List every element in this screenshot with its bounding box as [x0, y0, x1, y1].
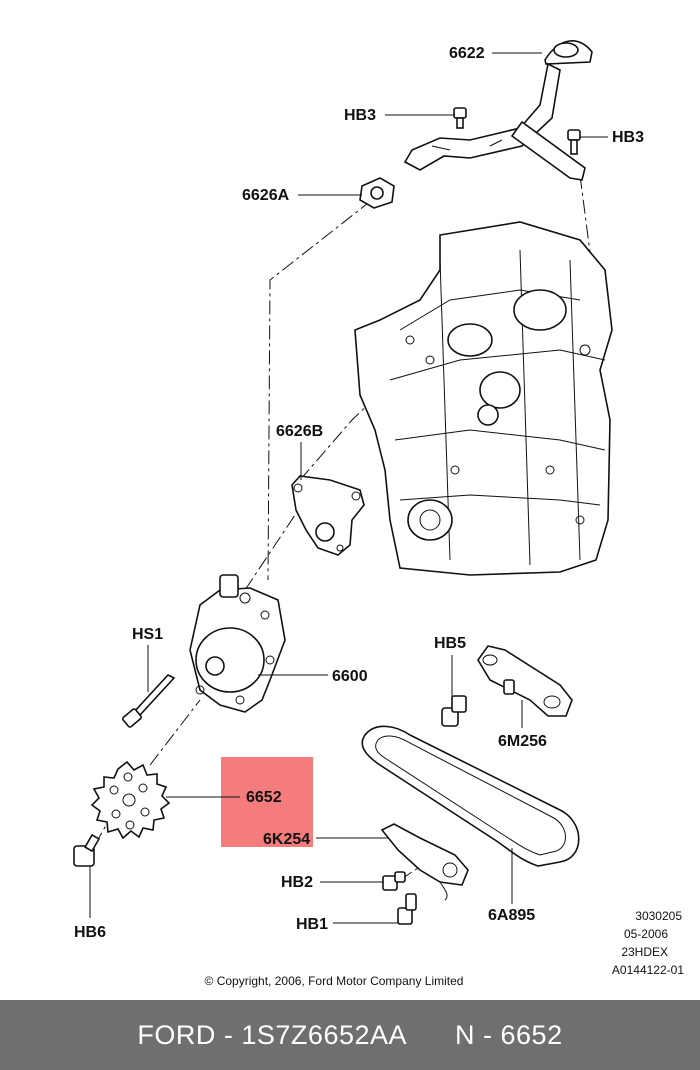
label-hb2: HB2 — [281, 874, 313, 891]
highlight-box — [221, 757, 313, 847]
copyright-notice: © Copyright, 2006, Ford Motor Company Li… — [205, 974, 464, 988]
chain-guide — [477, 645, 573, 717]
label-hb3-left: HB3 — [344, 107, 376, 124]
label-hb3-right: HB3 — [612, 129, 644, 146]
label-hb5: HB5 — [434, 635, 466, 652]
label-6652: 6652 — [246, 789, 282, 806]
part-number-footer: FORD - 1S7Z6652AA N - 6652 — [0, 1000, 700, 1070]
label-6600: 6600 — [332, 668, 368, 685]
label-6622: 6622 — [449, 45, 485, 62]
footer-item-number: N - 6652 — [455, 1019, 563, 1050]
bolt-hs1 — [122, 674, 176, 728]
label-6626b: 6626B — [276, 423, 323, 440]
label-hb1: HB1 — [296, 916, 328, 933]
gasket-6626b — [291, 475, 365, 556]
label-hs1: HS1 — [132, 626, 163, 643]
bolt-hb3-right — [567, 129, 581, 155]
info-code: 3030205 — [635, 909, 682, 923]
engine-block — [354, 221, 613, 576]
label-hb6: HB6 — [74, 924, 106, 941]
timing-chain — [361, 725, 580, 867]
bolt-hb6 — [73, 833, 101, 867]
bolt-hb3-left — [453, 107, 467, 129]
info-date: 05-2006 — [624, 927, 668, 941]
parts-diagram: 6622 HB3 HB3 6626A 6626B HS1 6600 HB5 6M… — [73, 40, 684, 988]
label-6a895: 6A895 — [488, 907, 535, 924]
footer-spacer — [407, 1020, 455, 1051]
label-6k254: 6K254 — [263, 831, 310, 848]
info-engine: 23HDEX — [621, 945, 668, 959]
oil-pump — [189, 574, 286, 713]
leader-lines — [89, 52, 608, 924]
footer-part-number: FORD - 1S7Z6652AA — [137, 1019, 408, 1050]
info-ref: A0144122-01 — [612, 963, 684, 977]
label-6m256: 6M256 — [498, 733, 547, 750]
gasket-6626a — [359, 177, 395, 209]
bolt-hb2 — [382, 871, 406, 891]
oil-pickup-tube — [403, 40, 593, 181]
oil-pump-sprocket — [90, 760, 171, 840]
bolt-hb1 — [397, 893, 417, 925]
bolt-hb5 — [441, 695, 467, 727]
label-6626a: 6626A — [242, 187, 290, 204]
chain-tensioner — [380, 823, 469, 901]
